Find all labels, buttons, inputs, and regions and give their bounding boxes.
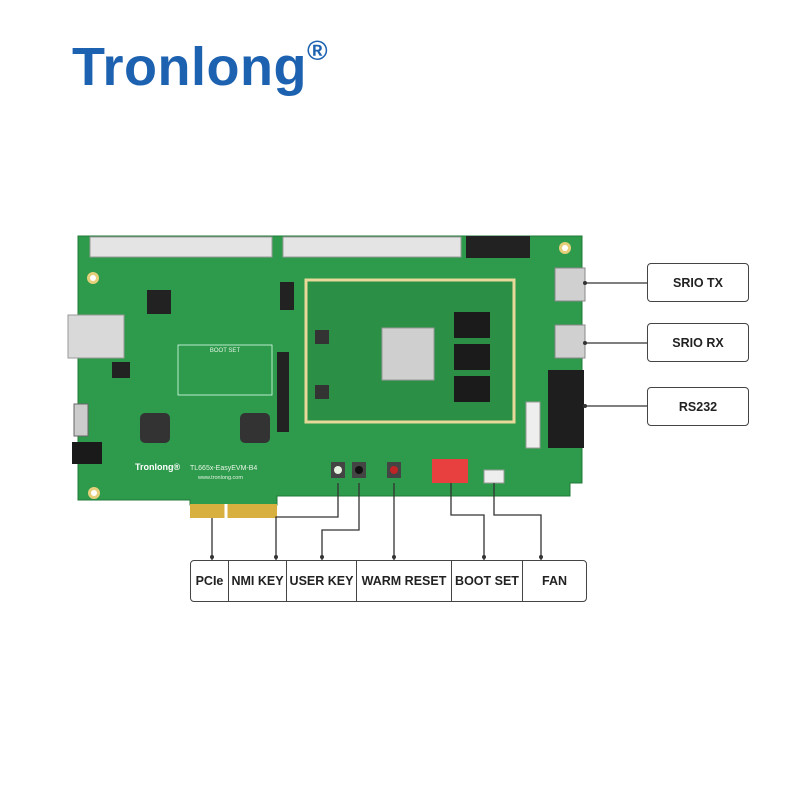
inductor [240,413,270,443]
fan-connector [483,469,505,484]
leader-lines [211,282,647,560]
header-connector [282,236,462,258]
inductor [140,413,170,443]
rs232-port [548,370,584,448]
srio-rx-port [554,324,586,359]
bottom-label-bar: PCIe NMI KEY USER KEY WARM RESET BOOT SE… [190,560,587,602]
label-srio-tx: SRIO TX [647,263,749,302]
header-connector [89,236,273,258]
silkscreen-url: www.tronlong.com [197,475,243,481]
label-warm-reset: WARM RESET [357,561,452,601]
boot-table-title: BOOT SET [210,348,241,354]
power-switch [73,403,89,437]
pin-header [277,352,289,432]
nmi-key[interactable] [334,466,342,474]
label-fan: FAN [542,574,567,588]
brand-logo: Tronlong® [72,35,329,98]
brand-name: Tronlong [72,37,307,97]
warm-reset-key[interactable] [390,466,398,474]
label-rs232: RS232 [647,387,749,426]
boot-dip-switch[interactable] [432,459,468,483]
ethernet-port [67,314,125,359]
label-nmi-key: NMI KEY [229,561,287,601]
label-pcie: PCIe [191,561,229,601]
pcie-gold-fingers [190,504,277,518]
srio-tx-port [554,267,586,302]
silkscreen-brand: Tronlong® [135,462,180,472]
power-jack [72,442,102,464]
pcb-board: BOOT SET Tronlong® TL665x-EasyEVM-B4 www… [67,235,586,518]
registered-mark: ® [306,35,329,66]
user-key[interactable] [355,466,363,474]
label-boot-set: BOOT SET [452,561,523,601]
label-user-key: USER KEY [287,561,357,601]
dsp-chip [381,327,435,381]
jtag-connector [466,236,530,258]
silkscreen-model: TL665x-EasyEVM-B4 [190,465,257,472]
label-srio-rx: SRIO RX [647,323,749,362]
